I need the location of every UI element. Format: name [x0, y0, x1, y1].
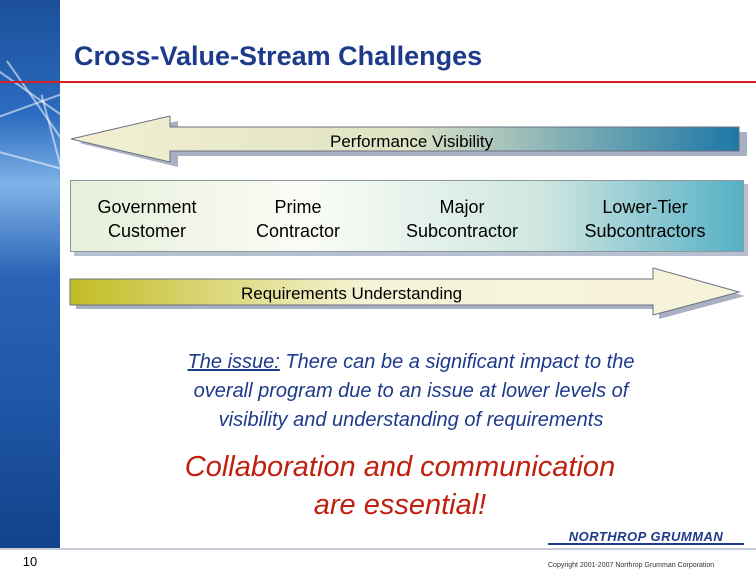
- performance-visibility-arrow: [70, 115, 747, 167]
- entity-prime-contractor: Prime Contractor: [228, 195, 368, 243]
- entity-government-customer: Government Customer: [77, 195, 217, 243]
- entity-lower-tier-subcontractors: Lower-Tier Subcontractors: [565, 195, 725, 243]
- issue-lead: The issue:: [187, 351, 280, 373]
- requirements-understanding-arrow: [69, 267, 745, 319]
- entity-line: Prime: [274, 197, 322, 217]
- entity-line: Customer: [107, 221, 187, 241]
- collaboration-message: Collaboration and communication are esse…: [60, 448, 740, 524]
- issue-line: The issue: There can be a significant im…: [70, 348, 752, 377]
- issue-line-1: There can be a significant impact to the: [279, 351, 635, 373]
- entity-line: Contractor: [255, 221, 341, 241]
- svg-text:NORTHROP GRUMMAN: NORTHROP GRUMMAN: [569, 529, 724, 544]
- title-rule: [0, 81, 756, 83]
- performance-visibility-label: Performance Visibility: [330, 132, 494, 151]
- issue-statement: The issue: There can be a significant im…: [70, 348, 752, 435]
- collaboration-line-2: are essential!: [313, 489, 487, 521]
- entity-major-subcontractor: Major Subcontractor: [387, 195, 537, 243]
- entity-line: Government: [97, 197, 197, 217]
- value-stream-entities: Government Customer Prime Contractor Maj…: [70, 180, 744, 252]
- northrop-grumman-logo: NORTHROP GRUMMAN: [548, 529, 744, 545]
- requirements-understanding-label: Requirements Understanding: [241, 284, 463, 303]
- entity-line: Lower-Tier: [602, 197, 688, 217]
- entity-line: Subcontractors: [584, 221, 706, 241]
- footer-rule: [0, 548, 756, 550]
- issue-line-2: overall program due to an issue at lower…: [193, 380, 629, 402]
- page-number: 10: [0, 550, 60, 576]
- sidebar-decoration: [0, 0, 60, 576]
- collaboration-line-1: Collaboration and communication: [184, 451, 616, 483]
- issue-line-3: visibility and understanding of requirem…: [218, 409, 604, 431]
- copyright-notice: Copyright 2001-2007 Northrop Grumman Cor…: [548, 562, 715, 569]
- slide-title: Cross-Value-Stream Challenges: [74, 41, 483, 71]
- entity-line: Major: [439, 197, 485, 217]
- entity-line: Subcontractor: [405, 221, 519, 241]
